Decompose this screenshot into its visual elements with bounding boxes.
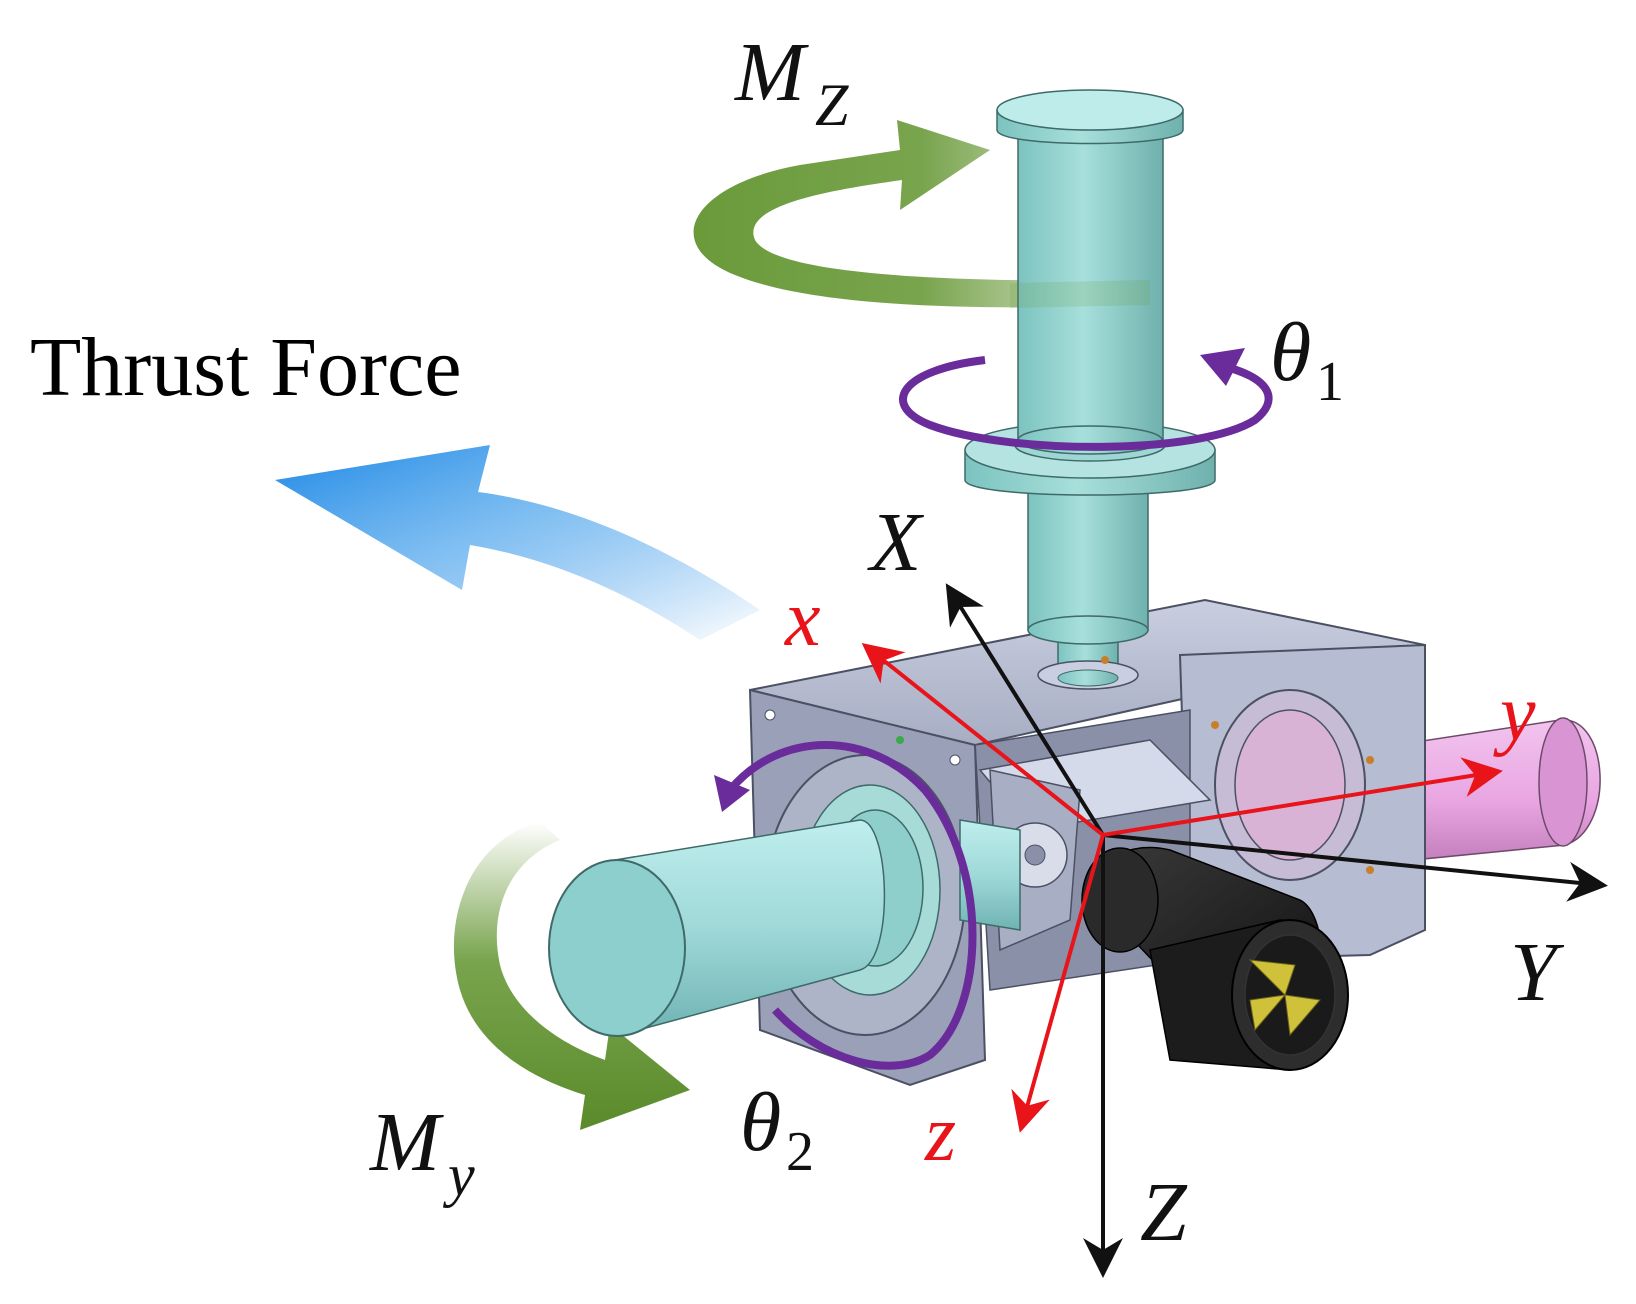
rotation-1-arrow-icon [899, 348, 1273, 451]
global-y-label: Y [1510, 926, 1565, 1019]
global-x-label: X [867, 496, 925, 589]
global-x-axis [945, 583, 1105, 837]
body-x-axis [861, 643, 1105, 837]
moment-y-subscript: y [442, 1142, 475, 1208]
moment-y-label: M [369, 1096, 444, 1189]
propeller-icon [1248, 959, 1321, 1037]
body-z-axis [1011, 834, 1105, 1133]
global-y-axis [1102, 833, 1608, 902]
thrust-force-label: Thrust Force [30, 321, 462, 414]
global-z-label: Z [1140, 1166, 1188, 1259]
moment-z-subscript: Z [815, 72, 849, 138]
body-y-label: y [1493, 670, 1536, 758]
global-axes [945, 583, 1608, 1278]
body-axes [861, 643, 1503, 1133]
theta-1-subscript: 1 [1316, 351, 1344, 413]
rotation-2-arrow-icon [714, 741, 977, 1070]
z-shaft [964, 89, 1216, 690]
moment-z-tail-overlay [1010, 280, 1150, 308]
moment-y-arrow-icon [453, 822, 690, 1130]
body-x-label: x [784, 575, 821, 663]
body-y-axis [1102, 757, 1503, 837]
y-axis-shaft-left [548, 754, 1021, 1037]
moment-z-arrow-icon [693, 120, 1150, 308]
body-z-label: z [924, 1090, 956, 1178]
theta-2-label: θ [740, 1076, 781, 1169]
moment-z-label: M [734, 26, 809, 119]
theta-2-subscript: 2 [786, 1121, 814, 1183]
theta-1-label: θ [1270, 306, 1311, 399]
thrust-arrow-icon [275, 445, 760, 640]
